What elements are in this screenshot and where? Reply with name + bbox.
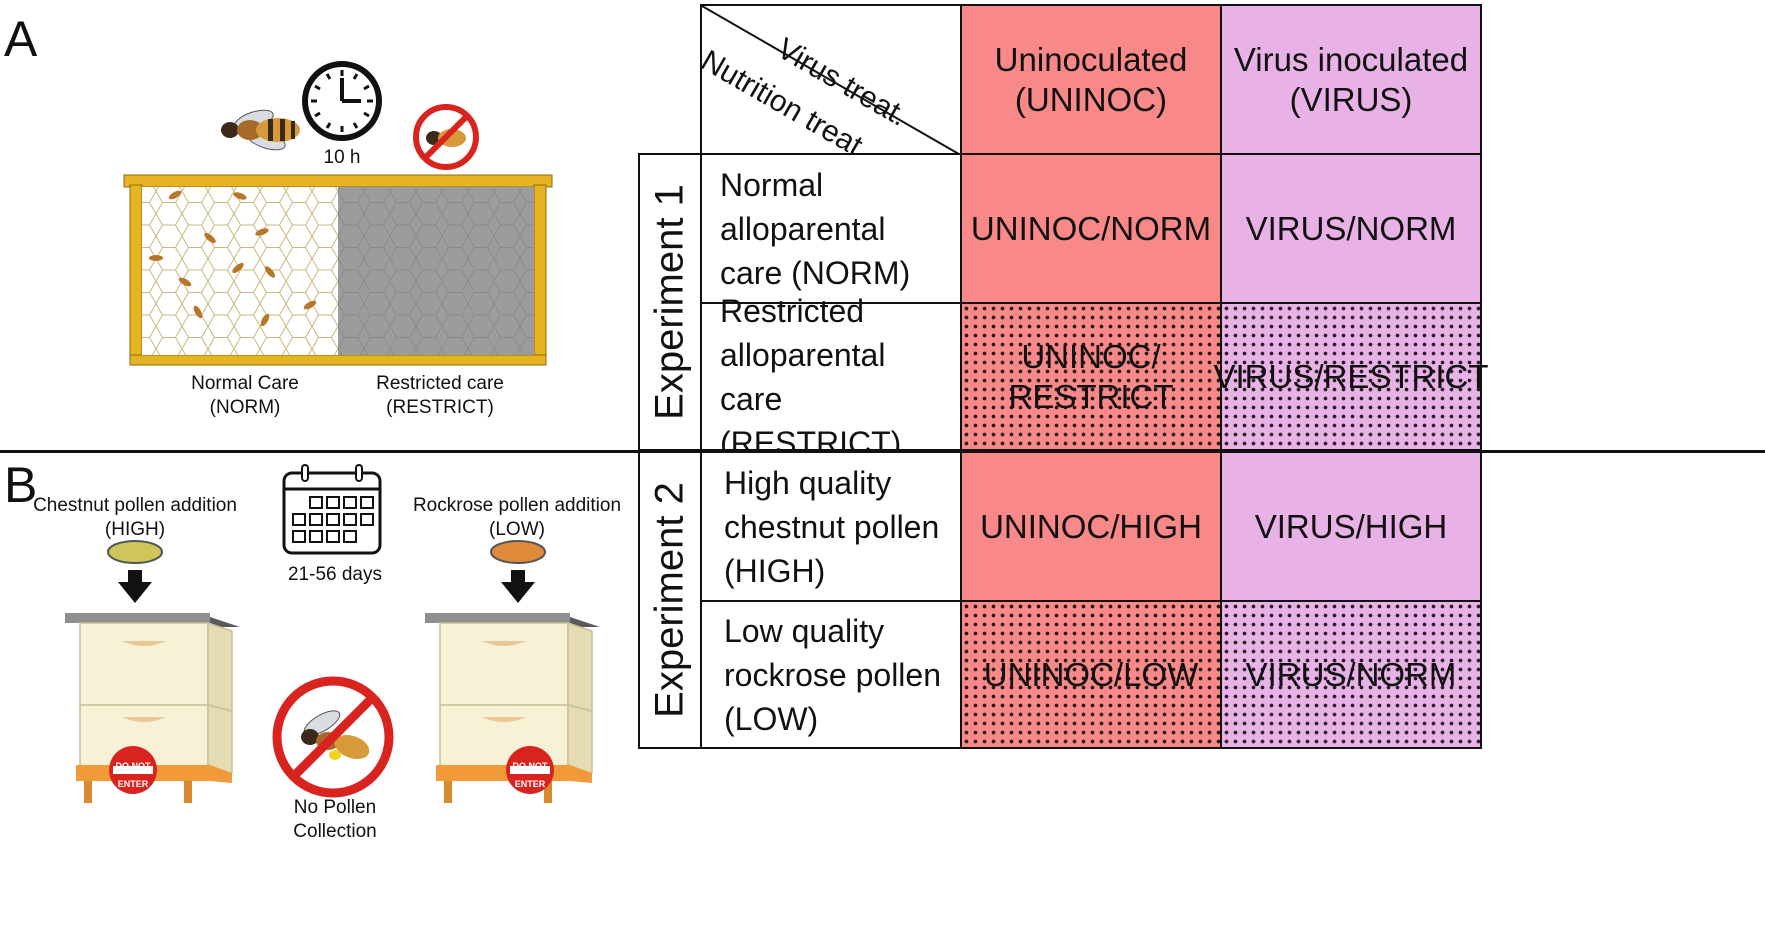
row-label-line: Restricted <box>720 292 865 329</box>
do-not-enter-sign-right-top: DO NOT <box>512 761 548 771</box>
calendar-icon <box>282 464 382 555</box>
panel-b-letter: B <box>4 457 38 513</box>
table-header-corner: Virus treat. Nutrition treat. <box>700 4 962 155</box>
chestnut-pollen-label-line2: (HIGH) <box>104 519 166 540</box>
column-header-virus: Virus inoculated (VIRUS) <box>1220 4 1482 155</box>
row-label-normal-care: Normal alloparental care (NORM) <box>700 153 962 304</box>
row-label-line: alloparental <box>720 210 886 247</box>
panel-a-illustration <box>123 61 553 366</box>
arrow-down-icon <box>118 570 535 603</box>
column-header-uninoculated-line2: (UNINOC) <box>1014 80 1168 118</box>
row-label-line: Normal <box>720 166 824 203</box>
experiment-2-label: Experiment 2 <box>638 451 702 749</box>
timer-label: 10 h <box>323 147 361 168</box>
experiment-2-text: Experiment 2 <box>647 482 692 718</box>
row-label-line: chestnut pollen <box>724 508 940 545</box>
row-label-low-quality: Low quality rockrose pollen (LOW) <box>700 600 962 749</box>
normal-care-label: Normal Care (NORM) <box>150 372 340 420</box>
do-not-enter-sign-left-bottom: ENTER <box>117 779 149 789</box>
row-label-line: (LOW) <box>724 700 819 737</box>
chestnut-pollen-label: Chestnut pollen addition (HIGH) <box>20 494 250 542</box>
do-not-enter-sign-left-top: DO NOT <box>115 761 151 771</box>
row-label-line: High quality <box>724 464 892 501</box>
cell-uninoc-low: UNINOC/LOW <box>960 600 1222 749</box>
column-header-uninoculated: Uninoculated (UNINOC) <box>960 4 1222 155</box>
rockrose-pollen-label-line1: Rockrose pollen addition <box>412 495 622 516</box>
no-pollen-label: No Pollen Collection <box>260 796 410 844</box>
corner-diagonal <box>702 6 960 155</box>
row-label-line: rockrose pollen <box>724 656 941 693</box>
do-not-enter-sign-left: DO NOT ENTER <box>112 760 154 790</box>
column-header-virus-line2: (VIRUS) <box>1289 80 1413 118</box>
restricted-care-label-line1: Restricted care <box>376 373 504 394</box>
row-label-line: (HIGH) <box>724 552 826 589</box>
cell-uninoc-norm: UNINOC/NORM <box>960 153 1222 304</box>
cell-virus-high: VIRUS/HIGH <box>1220 451 1482 602</box>
experiment-1-label: Experiment 1 <box>638 153 702 451</box>
cell-uninoc-high: UNINOC/HIGH <box>960 451 1222 602</box>
row-label-line: Low quality <box>724 612 885 649</box>
experiment-1-text: Experiment 1 <box>647 184 692 420</box>
chestnut-pollen-dish-icon <box>107 540 163 564</box>
chestnut-pollen-label-line1: Chestnut pollen addition <box>33 495 237 516</box>
do-not-enter-sign-right: DO NOT ENTER <box>509 760 551 790</box>
calendar-label: 21-56 days <box>287 564 382 585</box>
bee-icon <box>221 109 300 151</box>
column-header-virus-line1: Virus inoculated <box>1233 40 1469 78</box>
do-not-enter-sign-right-bottom: ENTER <box>514 779 546 789</box>
cell-virus-restrict: VIRUS/RESTRICT <box>1213 302 1489 451</box>
clock-icon <box>302 61 382 141</box>
no-pollen-label-line1: No Pollen <box>293 797 377 818</box>
rockrose-pollen-label: Rockrose pollen addition (LOW) <box>402 494 632 542</box>
cell-virus-norm: VIRUS/NORM <box>1220 153 1482 304</box>
panel-b-illustration <box>65 464 600 803</box>
no-pollen-label-line2: Collection <box>293 821 377 842</box>
cell-uninoc-restrict-text: UNINOC/ RESTRICT <box>1008 337 1174 415</box>
cell-uninoc-restrict: UNINOC/ RESTRICT <box>960 302 1222 451</box>
column-header-uninoculated-line1: Uninoculated <box>994 40 1188 78</box>
row-label-line: alloparental <box>720 336 886 373</box>
panel-a-letter: A <box>4 11 38 67</box>
row-label-restricted-care: Restricted alloparental care (RESTRICT) <box>700 293 962 461</box>
rockrose-pollen-dish-icon <box>490 540 546 564</box>
restricted-care-label-line2: (RESTRICT) <box>386 397 494 418</box>
restricted-care-label: Restricted care (RESTRICT) <box>340 372 540 420</box>
row-label-line: care (NORM) <box>720 254 911 291</box>
normal-care-label-line2: (NORM) <box>209 397 281 418</box>
normal-care-label-line1: Normal Care <box>191 373 299 394</box>
hive-box-right <box>425 613 600 803</box>
no-bee-care-icon <box>413 104 479 170</box>
hive-frame <box>123 174 553 366</box>
row-label-high-quality: High quality chestnut pollen (HIGH) <box>700 451 962 602</box>
rockrose-pollen-label-line2: (LOW) <box>489 519 545 540</box>
cell-virus-low: VIRUS/NORM <box>1220 600 1482 749</box>
hive-box-left <box>65 613 240 803</box>
no-pollen-collection-icon <box>272 676 394 798</box>
